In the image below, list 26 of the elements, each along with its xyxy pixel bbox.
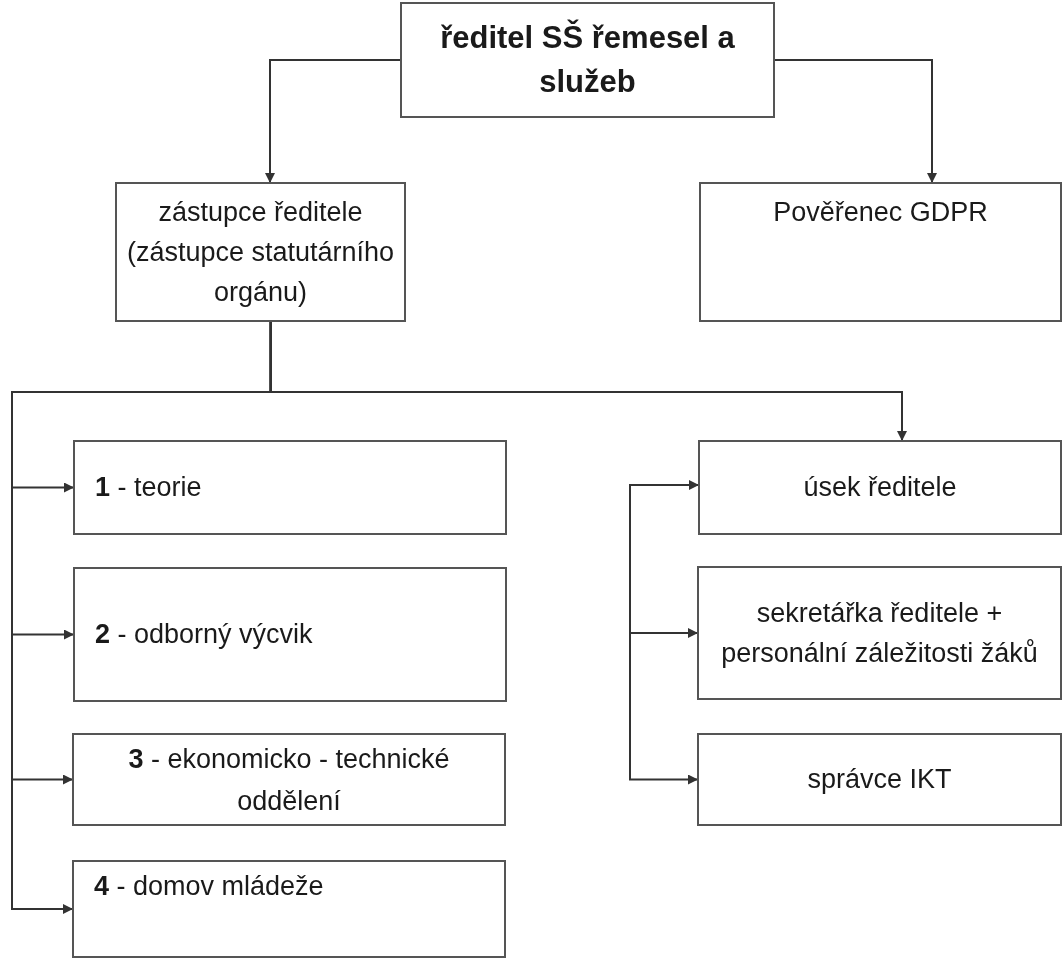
org-box <box>72 733 506 826</box>
connector-arrow <box>269 321 907 441</box>
org-box <box>697 566 1062 700</box>
box-label: 4 - domov mládeže <box>94 870 324 903</box>
box-label: Pověřenec GDPR <box>773 196 988 229</box>
org-box <box>698 440 1062 535</box>
org-box <box>697 733 1062 826</box>
connector-arrow <box>774 59 937 183</box>
box-label: zástupce ředitele (zástupce statutárního orgánu) <box>125 196 396 309</box>
box-label: 3 - ekonomicko - technické oddělení <box>127 742 451 818</box>
connector-arrow <box>265 59 401 183</box>
connector-arrow <box>629 614 698 785</box>
org-box <box>72 860 506 958</box>
box-label: sekretářka ředitele + personální záležitosti žáků <box>720 597 1039 670</box>
connector-arrow <box>629 480 699 616</box>
connector-arrow <box>629 628 698 638</box>
org-box <box>699 182 1062 322</box>
box-label: ředitel SŠ řemesel a služeb <box>439 18 736 101</box>
org-box <box>115 182 406 322</box>
box-label: správce IKT <box>807 763 952 797</box>
box-label: 2 - odborný výcvik <box>95 618 313 652</box>
org-box <box>73 567 507 702</box>
org-box <box>73 440 507 535</box>
box-label: úsek ředitele <box>803 471 957 505</box>
org-box <box>400 2 775 118</box>
box-label: 1 - teorie <box>95 471 202 505</box>
